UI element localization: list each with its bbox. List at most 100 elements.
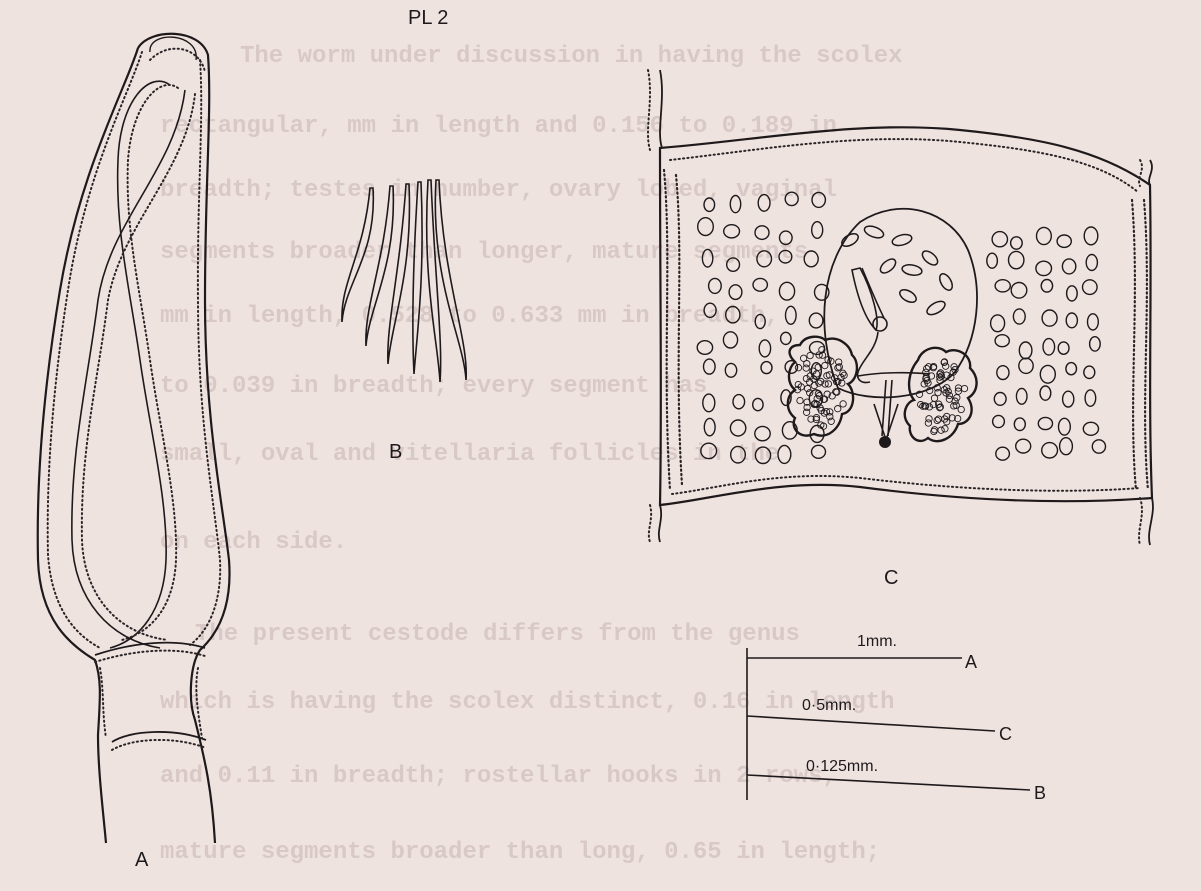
ovary-cell (938, 427, 944, 433)
testis-follicle (996, 447, 1010, 460)
testis-follicle (1011, 283, 1027, 299)
testis-follicle (753, 278, 767, 291)
testis-follicle (1059, 418, 1071, 435)
testis-follicle (1062, 259, 1075, 274)
figure-c-label: C (884, 567, 898, 589)
scale-bars: 1mm. A 0·5mm. C 0·125mm. B (747, 633, 1046, 803)
testis-follicle (709, 278, 722, 293)
testis-follicle (987, 253, 998, 268)
testis-follicle (730, 420, 745, 436)
testes-follicles (697, 192, 1105, 463)
show-through-line: small, oval and vitellaria follicles in … (160, 441, 779, 468)
testis-follicle (698, 218, 714, 236)
testis-follicle (812, 222, 823, 239)
ovary-cell (828, 418, 834, 424)
ovary-cell (946, 396, 952, 402)
figure-a-label: A (135, 849, 149, 871)
testis-follicle (995, 280, 1010, 292)
testis-follicle (994, 393, 1006, 406)
ovary-cell (840, 401, 846, 407)
testis-follicle (1057, 235, 1071, 247)
testis-follicle (1090, 337, 1101, 351)
ovary-cell (931, 395, 937, 401)
testis-follicle (1013, 309, 1025, 324)
ovary-cell (943, 363, 949, 369)
scale-bar-a-text: 1mm. (857, 633, 897, 650)
ovary-cell (835, 406, 841, 412)
testis-follicle (1042, 310, 1057, 326)
testis-follicle (723, 332, 737, 348)
testis-follicle (1014, 418, 1025, 431)
ducts-and-sacs (840, 224, 955, 448)
testis-follicle (992, 232, 1007, 247)
ovary-lobes (794, 347, 967, 435)
scale-bar-c-text: 0·5mm. (802, 697, 856, 714)
ovary-cell (807, 352, 813, 358)
scale-bar-a-target: A (965, 652, 977, 672)
testis-follicle (1083, 422, 1098, 435)
testis-follicle (759, 340, 770, 357)
testis-follicle (733, 395, 745, 409)
ovary-cell (795, 365, 801, 371)
testis-follicle (809, 313, 823, 328)
testis-follicle (729, 285, 742, 300)
ovary-cell (942, 426, 948, 432)
testis-follicle (761, 362, 772, 374)
testis-follicle (1083, 280, 1098, 295)
show-through-line: on each side. (160, 529, 347, 556)
figure-b-label: B (389, 441, 402, 463)
show-through-line: rectangular, mm in length and 0.156 to 0… (160, 113, 837, 140)
testis-follicle (1038, 417, 1052, 429)
testis-follicle (1040, 365, 1055, 383)
testis-follicle (1041, 280, 1052, 293)
testis-follicle (778, 445, 791, 463)
show-through-line: to 0.039 in breadth; every segment has (160, 373, 707, 400)
ovary-cell (958, 406, 964, 412)
ovary-cell (803, 409, 809, 415)
testis-follicle (1067, 286, 1078, 301)
testis-follicle (1066, 363, 1077, 375)
testis-follicle (704, 359, 716, 374)
testis-follicle (1063, 391, 1074, 407)
testis-follicle (1036, 261, 1052, 275)
hook (427, 180, 441, 382)
testis-follicle (997, 366, 1009, 380)
testis-follicle (1016, 439, 1031, 453)
testis-follicle (1086, 255, 1097, 271)
plate-label: PL 2 (408, 7, 448, 29)
testis-follicle (1042, 443, 1058, 458)
testis-follicle (1040, 386, 1051, 400)
testis-follicle (1084, 366, 1095, 378)
ovary-cell (945, 388, 951, 394)
show-through-line: and 0.11 in breadth; rostellar hooks in … (160, 763, 837, 790)
testis-follicle (781, 332, 791, 344)
testis-follicle (1037, 227, 1052, 244)
ovary-cell (961, 385, 967, 391)
testis-follicle (991, 315, 1005, 332)
figure-b-hooks (342, 180, 466, 382)
testis-follicle (1058, 342, 1069, 354)
testis-follicle (1043, 339, 1055, 355)
testis-follicle (1019, 358, 1033, 373)
testis-follicle (1016, 388, 1027, 404)
testis-follicle (703, 394, 715, 412)
testis-follicle (1085, 390, 1096, 406)
testis-follicle (779, 282, 794, 300)
testis-follicle (755, 426, 770, 440)
testis-follicle (995, 335, 1009, 347)
ovary-cell (822, 362, 828, 368)
show-through-line: which is having the scolex distinct, 0.1… (160, 689, 895, 716)
testis-follicle (1088, 314, 1099, 330)
testis-follicle (786, 306, 797, 324)
ovary-cell (926, 416, 932, 422)
testis-follicle (755, 226, 769, 240)
testis-follicle (1019, 342, 1032, 359)
ovary-cell (935, 416, 941, 422)
scale-bar-b-text: 0·125mm. (806, 758, 878, 775)
show-through-line: breadth; testes in number, ovary lobed, … (160, 177, 837, 204)
scale-bar-b-target: B (1034, 783, 1046, 803)
testis-follicle (704, 418, 715, 435)
show-through-line: mm in length, 0.528 to 0.633 mm in bread… (160, 303, 779, 330)
testis-follicle (993, 415, 1005, 427)
